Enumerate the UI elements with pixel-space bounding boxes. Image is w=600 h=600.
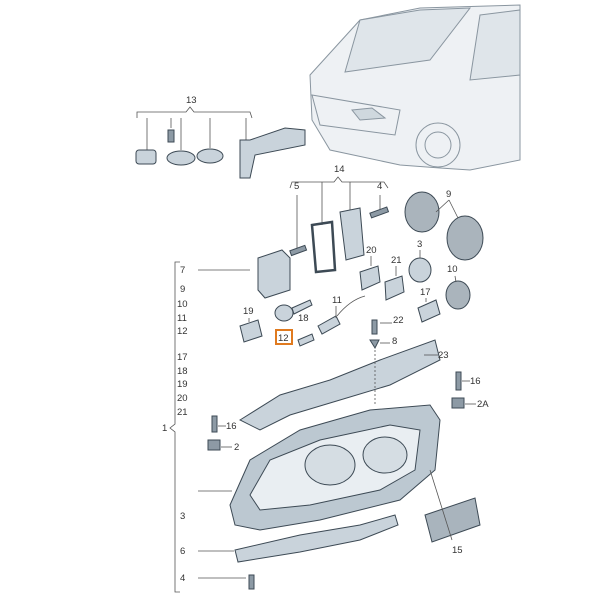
callout-list-6: 6 bbox=[180, 546, 185, 557]
callout-23: 23 bbox=[438, 350, 449, 361]
callout-labels: 13 14 5 4 9 20 3 7 21 10 9 10 11 12 11 1… bbox=[162, 95, 489, 584]
callout-12-highlighted: 12 bbox=[278, 333, 289, 344]
callout-22: 22 bbox=[393, 315, 404, 326]
callout-7: 7 bbox=[180, 265, 185, 276]
callout-8: 8 bbox=[392, 336, 397, 347]
callout-10: 10 bbox=[447, 264, 458, 275]
callout-list-18: 18 bbox=[177, 366, 188, 377]
callout-5: 5 bbox=[294, 181, 299, 192]
callout-list-9: 9 bbox=[180, 284, 185, 295]
callout-list-12: 12 bbox=[177, 326, 188, 337]
callout-21: 21 bbox=[391, 255, 402, 266]
part-7-motor bbox=[257, 249, 291, 299]
nut-2A bbox=[451, 397, 465, 409]
callout-list-17: 17 bbox=[177, 352, 188, 363]
cover-15 bbox=[424, 497, 481, 543]
callout-1: 1 bbox=[162, 423, 167, 434]
callout-14: 14 bbox=[334, 164, 345, 175]
callout-list-10: 10 bbox=[177, 299, 188, 310]
part-group-14 bbox=[289, 176, 390, 274]
strip-6 bbox=[234, 514, 399, 563]
brace-1 bbox=[169, 261, 180, 593]
callout-16-left: 16 bbox=[226, 421, 237, 432]
highlighted-part-12-box bbox=[275, 329, 293, 345]
callout-15: 15 bbox=[452, 545, 463, 556]
screw-16a bbox=[455, 371, 462, 391]
bracket-23 bbox=[238, 339, 441, 431]
callout-9: 9 bbox=[446, 189, 451, 200]
nut-2 bbox=[207, 439, 221, 451]
screw-4 bbox=[248, 574, 255, 590]
caps bbox=[404, 191, 484, 310]
callout-18: 18 bbox=[298, 313, 309, 324]
bulbs bbox=[239, 256, 441, 347]
headlight-assembly bbox=[229, 404, 441, 531]
screw-22 bbox=[371, 319, 378, 335]
car-illustration bbox=[309, 4, 521, 171]
callout-13: 13 bbox=[186, 95, 197, 106]
callout-2: 2 bbox=[234, 442, 239, 453]
callout-16-right: 16 bbox=[470, 376, 481, 387]
callout-4: 4 bbox=[377, 181, 382, 192]
callout-list-3: 3 bbox=[180, 511, 185, 522]
callout-list-11: 11 bbox=[177, 313, 187, 324]
callout-list-20: 20 bbox=[177, 393, 188, 404]
callout-list-19: 19 bbox=[177, 379, 188, 390]
callout-19: 19 bbox=[243, 306, 254, 317]
callout-3: 3 bbox=[417, 239, 422, 250]
callout-list-4: 4 bbox=[180, 573, 185, 584]
callout-20: 20 bbox=[366, 245, 377, 256]
callout-2A: 2A bbox=[477, 399, 489, 410]
screw-16 bbox=[211, 415, 218, 433]
callout-17: 17 bbox=[420, 287, 431, 298]
nut-8 bbox=[369, 339, 380, 350]
callout-list-21: 21 bbox=[177, 407, 188, 418]
callout-11: 11 bbox=[332, 295, 342, 306]
part-group-13 bbox=[135, 106, 306, 179]
